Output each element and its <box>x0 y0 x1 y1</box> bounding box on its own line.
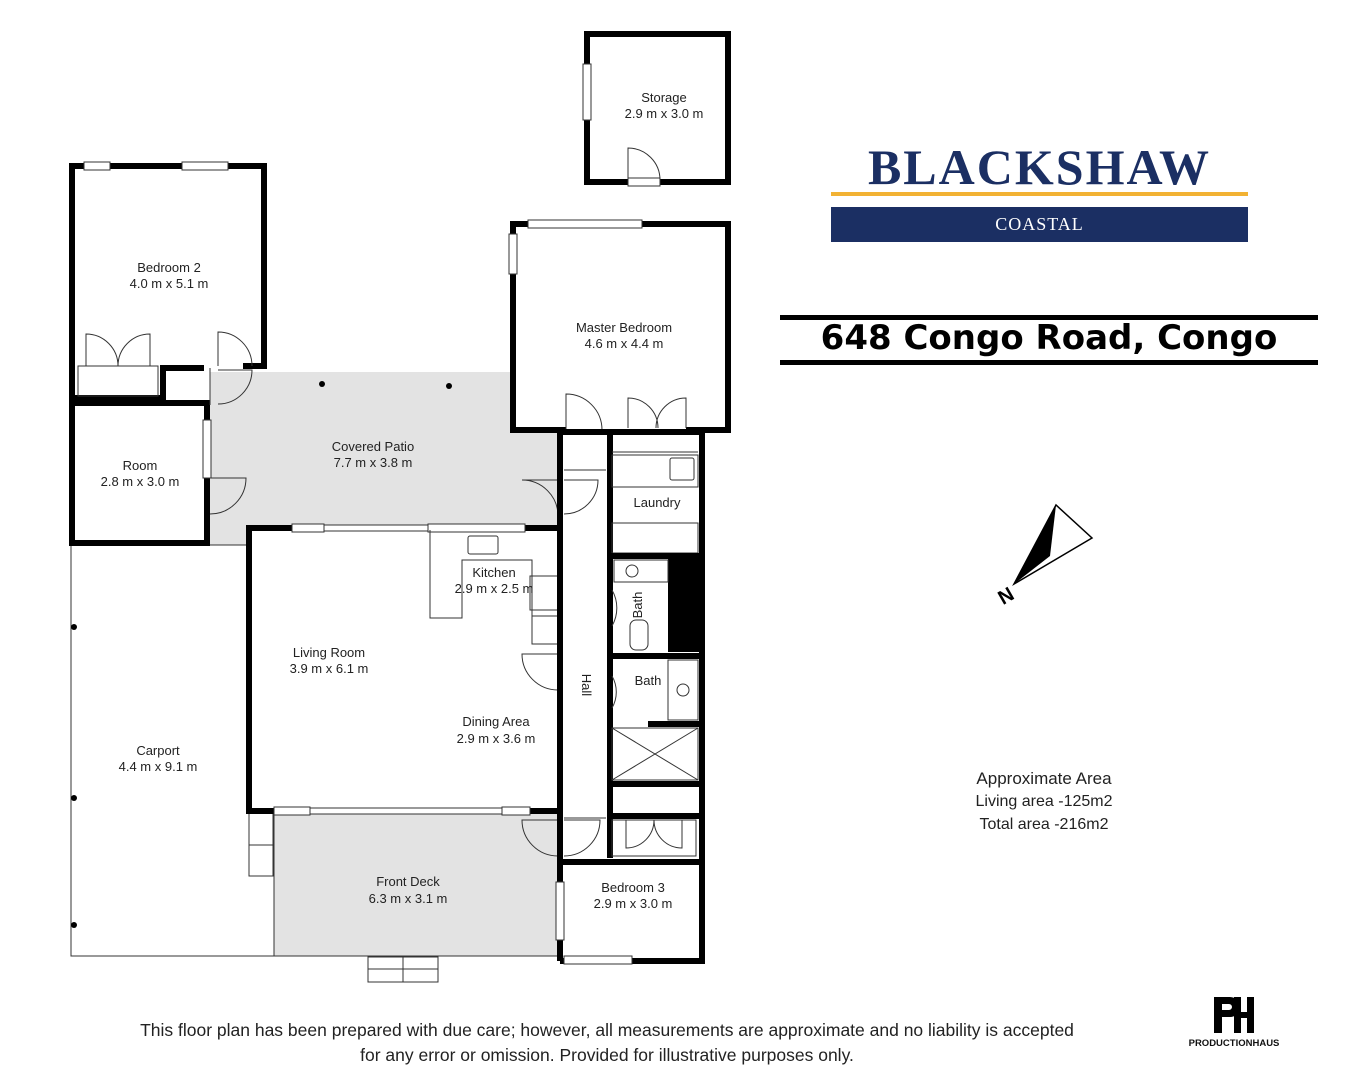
property-address: 648 Congo Road, Congo <box>820 318 1278 358</box>
room-dims: 2.8 m x 3.0 m <box>101 474 180 489</box>
kitchen-label: Kitchen <box>472 565 515 580</box>
front-deck-area <box>274 812 558 956</box>
master-bedroom-dims: 4.6 m x 4.4 m <box>585 336 664 351</box>
living-area: Living area -125m2 <box>975 793 1113 810</box>
address-bottom-rule <box>780 360 1318 365</box>
room-labels: Storage 2.9 m x 3.0 m Bedroom 2 4.0 m x … <box>101 90 704 911</box>
bath-2-label: Bath <box>635 673 662 688</box>
dining-area-dims: 2.9 m x 3.6 m <box>457 731 536 746</box>
north-label: N <box>995 583 1019 609</box>
productionhaus-logo-icon <box>1214 997 1254 1033</box>
disclaimer: This floor plan has been prepared with d… <box>60 1018 1154 1068</box>
front-deck-dims: 6.3 m x 3.1 m <box>369 891 448 906</box>
brand-gold-rule <box>831 192 1248 196</box>
carport-label: Carport <box>136 743 180 758</box>
total-area: Total area -216m2 <box>979 816 1109 833</box>
bedroom-3-label: Bedroom 3 <box>601 880 665 895</box>
room-label: Room <box>123 458 158 473</box>
front-deck-label: Front Deck <box>376 874 440 889</box>
covered-patio-dims: 7.7 m x 3.8 m <box>334 455 413 470</box>
storage-walls <box>582 31 731 187</box>
carport-dims: 4.4 m x 9.1 m <box>119 759 198 774</box>
covered-patio-label: Covered Patio <box>332 439 414 454</box>
laundry-label: Laundry <box>634 495 681 510</box>
north-arrow-icon: N <box>995 503 1094 610</box>
area-summary: Approximate Area Living area -125m2 Tota… <box>944 768 1144 836</box>
master-bedroom-label: Master Bedroom <box>576 320 672 335</box>
hall-label: Hall <box>579 674 594 697</box>
bedroom-2-dims: 4.0 m x 5.1 m <box>130 276 209 291</box>
area-title: Approximate Area <box>976 769 1112 788</box>
room-walls <box>69 368 253 546</box>
address-top-rule <box>780 315 1318 320</box>
living-room-dims: 3.9 m x 6.1 m <box>290 661 369 676</box>
bedroom-3-dims: 2.9 m x 3.0 m <box>594 896 673 911</box>
bath-1-label: Bath <box>630 592 645 619</box>
master-bedroom-walls <box>508 219 731 433</box>
shaded-areas <box>210 372 558 956</box>
covered-patio-area <box>210 372 558 545</box>
brand-subtitle: COASTAL <box>831 207 1248 242</box>
productionhaus-logo: PRODUCTIONHAUS <box>1184 995 1284 1049</box>
bedroom-2-label: Bedroom 2 <box>137 260 201 275</box>
brand-name: BLACKSHAW <box>867 139 1212 195</box>
disclaimer-line-2: for any error or omission. Provided for … <box>360 1045 854 1065</box>
brand-logo: BLACKSHAW <box>831 140 1248 194</box>
producer-name: PRODUCTIONHAUS <box>1188 1038 1280 1049</box>
disclaimer-line-1: This floor plan has been prepared with d… <box>140 1020 1074 1040</box>
kitchen-dims: 2.9 m x 2.5 m <box>455 581 534 596</box>
service-wing-walls <box>319 381 705 965</box>
living-room-label: Living Room <box>293 645 365 660</box>
storage-label: Storage <box>641 90 687 105</box>
bedroom-2-walls <box>69 161 267 401</box>
storage-dims: 2.9 m x 3.0 m <box>625 106 704 121</box>
dining-area-label: Dining Area <box>462 714 530 729</box>
